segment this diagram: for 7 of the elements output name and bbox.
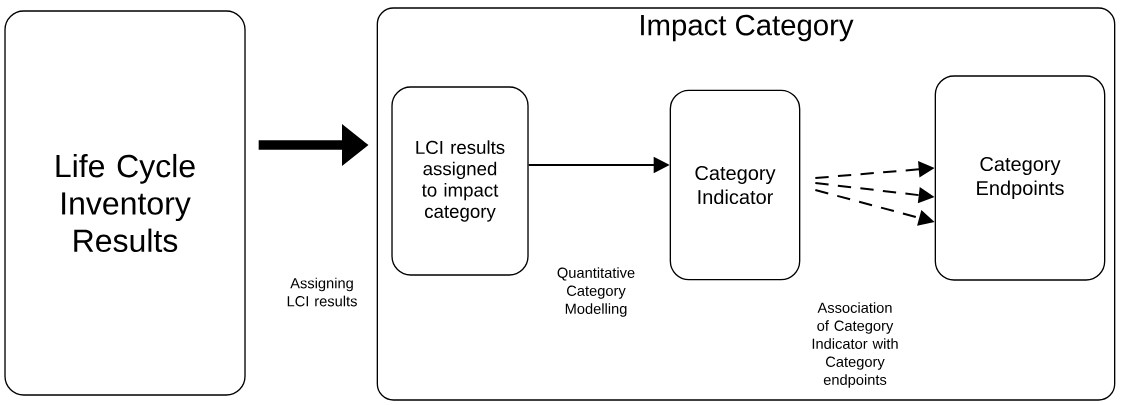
note-text: Quantitative Category Modelling [557, 267, 635, 317]
process-box: Life Cycle Inventory Results [4, 10, 246, 396]
process-box: Category Indicator [669, 89, 801, 281]
note-text: Association of Category Indicator with Category endpoints [812, 302, 898, 388]
note-text: Assigning LCI results [287, 277, 357, 307]
process-box: Category Endpoints [934, 75, 1106, 281]
process-box: LCI results assigned to impact category [391, 86, 529, 276]
